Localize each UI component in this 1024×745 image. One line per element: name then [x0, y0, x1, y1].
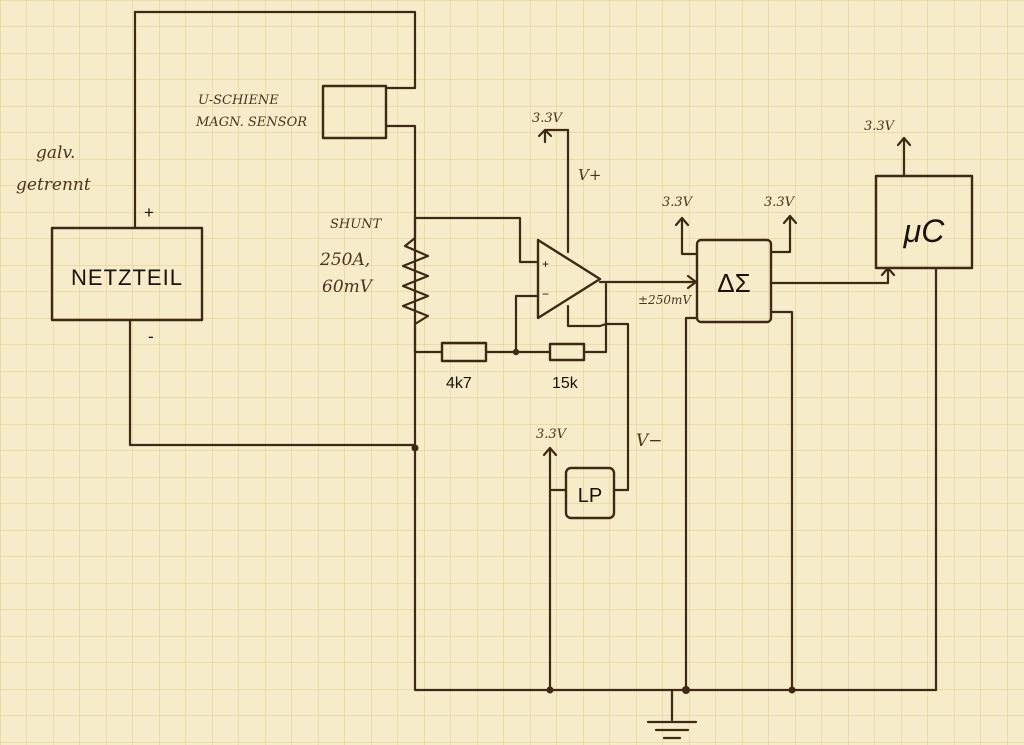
magnetic-sensor: U-SCHIENE MAGN. SENSOR [195, 84, 388, 140]
opamp-amplifier: + − 3.3V V+ V− 4k7 15k [413, 111, 663, 492]
adc-box [695, 238, 773, 324]
ground-bus [411, 444, 938, 740]
getrennt-label: getrennt [16, 175, 91, 195]
adc-label: ΔΣ [717, 268, 750, 298]
r1-label: 4k7 [446, 375, 472, 392]
galv-label: galv. [36, 143, 75, 163]
adc-supply-left-label: 3.3V [662, 195, 694, 210]
shunt-current-label: 250A, [319, 250, 370, 270]
shunt-voltage-label: 60mV [322, 277, 374, 297]
opamp-triangle [536, 238, 602, 320]
lp-label: LP [578, 485, 602, 507]
mcu-supply-label: 3.3V [864, 119, 896, 134]
power-supply-loop: NETZTEIL galv. getrennt + - [16, 10, 417, 450]
v-plus-label: V+ [578, 166, 601, 184]
lp-box [564, 466, 616, 520]
supply-plus-label: + [144, 203, 154, 222]
opamp-supply-label: 3.3V [532, 111, 564, 126]
adc-range-label: ±250mV [638, 293, 692, 307]
ground-junction-3 [682, 686, 690, 694]
r2-label: 15k [552, 375, 579, 392]
opamp-plus-input: + [542, 257, 549, 271]
netzteil-box [50, 226, 204, 322]
mcu-box [874, 174, 974, 270]
shunt-resistor: SHUNT 250A, 60mV [319, 216, 430, 354]
magn-sensor-label: MAGN. SENSOR [195, 115, 307, 130]
u-schiene-label: U-SCHIENE [198, 93, 279, 108]
lp-supply-label: 3.3V [536, 427, 568, 442]
sensor-box [321, 84, 388, 140]
ground-junction-1 [411, 444, 419, 452]
adc-supply-right-label: 3.3V [764, 195, 796, 210]
netzteil-label: NETZTEIL [71, 265, 183, 290]
opamp-minus-input: − [542, 287, 549, 301]
adc-block: ΔΣ ±250mV 3.3V 3.3V [598, 195, 798, 692]
lp-block: LP 3.3V [536, 427, 616, 692]
ground-junction-2 [546, 686, 554, 694]
v-minus-label: V− [636, 431, 663, 451]
shunt-label: SHUNT [330, 217, 383, 232]
mcu-block: μC 3.3V [769, 119, 974, 692]
supply-minus-label: - [148, 327, 154, 346]
mcu-label: μC [903, 213, 946, 249]
ground-junction-4 [788, 686, 796, 694]
